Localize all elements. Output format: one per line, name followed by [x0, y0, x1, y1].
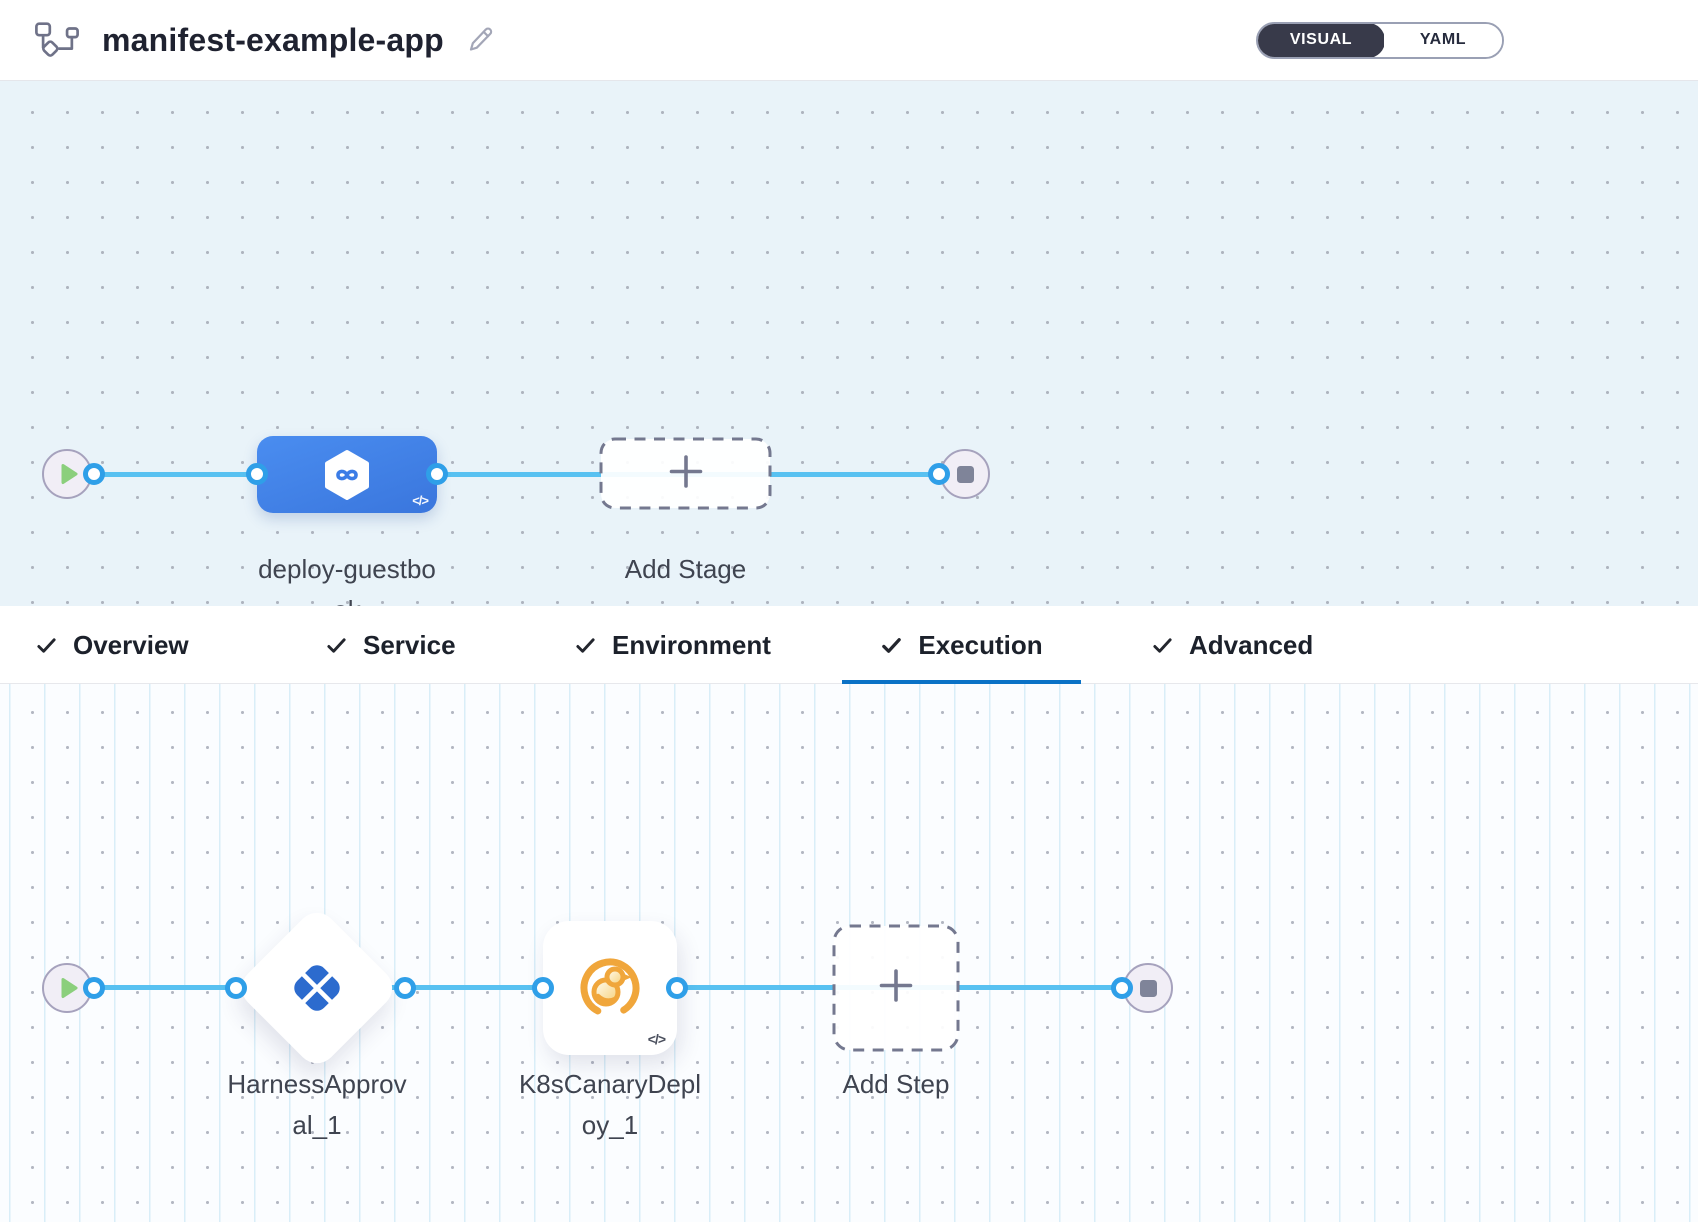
connector-port[interactable] [666, 977, 688, 999]
view-toggle: VISUAL YAML [1256, 21, 1504, 59]
check-icon [882, 637, 902, 653]
check-icon [37, 637, 56, 653]
tab-service[interactable]: Service [325, 606, 456, 684]
code-badge: </> [412, 493, 429, 508]
check-icon [576, 637, 595, 653]
visual-toggle-button[interactable]: VISUAL [1258, 23, 1385, 57]
code-badge: </> [647, 1031, 666, 1047]
add-step-label: Add Step [842, 1069, 950, 1099]
step-label-k8s-canary-deploy: K8sCanaryDeploy_1 [518, 1069, 702, 1140]
add-step-button[interactable] [832, 924, 960, 1052]
tab-label: Overview [73, 629, 189, 660]
tab-label: Execution [918, 629, 1043, 660]
stage-tab-bar: Overview Service Environment Execution A… [0, 606, 1698, 684]
connector-port[interactable] [225, 977, 247, 999]
add-stage-button[interactable] [599, 437, 772, 510]
tab-label: Advanced [1189, 629, 1314, 660]
tab-label: Service [363, 629, 456, 660]
tab-overview[interactable]: Overview [35, 606, 189, 684]
stop-icon [1139, 979, 1157, 997]
stage-node-deploy-guestbook[interactable]: </> [257, 436, 437, 513]
step-label-harness-approval: HarnessApproval_1 [227, 1069, 407, 1140]
yaml-toggle-button[interactable]: YAML [1384, 23, 1502, 57]
tab-label: Environment [612, 629, 771, 660]
step-node-harness-approval[interactable] [233, 904, 401, 1072]
step-node-k8s-canary-deploy[interactable]: </> [543, 921, 677, 1055]
stage-canvas[interactable]: </> deploy-guestbook Add Stage [0, 81, 1698, 625]
connector-port[interactable] [83, 463, 105, 485]
plus-icon [666, 451, 706, 496]
connector-port[interactable] [394, 977, 416, 999]
pipeline-graph-icon [34, 19, 80, 61]
tab-advanced[interactable]: Advanced [1151, 606, 1313, 684]
tab-environment[interactable]: Environment [574, 606, 771, 684]
check-icon [327, 637, 346, 653]
connector-port[interactable] [928, 463, 950, 485]
connector-port[interactable] [83, 977, 105, 999]
stop-icon [956, 465, 974, 483]
edit-pencil-icon[interactable] [464, 24, 496, 56]
check-icon [1153, 637, 1172, 653]
canary-bird-icon [580, 958, 640, 1018]
page-title: manifest-example-app [102, 21, 444, 58]
play-icon [61, 464, 78, 484]
connector-port[interactable] [532, 977, 554, 999]
connector-port[interactable] [246, 463, 268, 485]
play-icon [61, 978, 78, 998]
cd-hexagon-infinity-icon [325, 449, 369, 500]
plus-icon [876, 966, 916, 1011]
execution-canvas[interactable]: </> HarnessApproval_1 K8sCanaryDeploy_1 … [0, 684, 1698, 1222]
tab-execution[interactable]: Execution [842, 606, 1081, 684]
header: manifest-example-app VISUAL YAML [0, 0, 1698, 81]
add-stage-label: Add Stage [624, 554, 747, 584]
connector-port[interactable] [426, 463, 448, 485]
connector-line [94, 472, 939, 477]
connector-port[interactable] [1111, 977, 1133, 999]
